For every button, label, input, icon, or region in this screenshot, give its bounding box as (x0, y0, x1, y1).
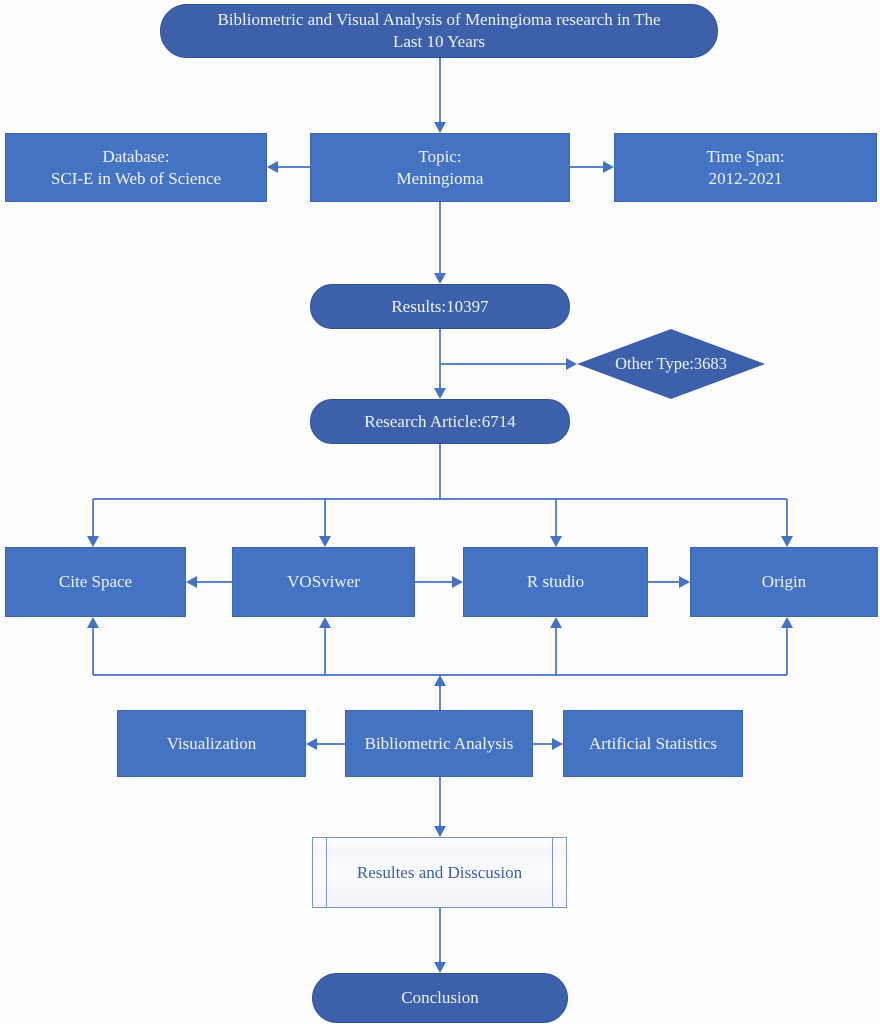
node-visualization: Visualization (117, 710, 306, 777)
other-type-label: Other Type:3683 (615, 354, 727, 374)
node-results-discussion: Resultes and Disscusion (312, 837, 567, 908)
artificial-statistics-label: Artificial Statistics (589, 733, 717, 753)
predef-side-bar-right (552, 838, 553, 907)
topic-line-1: Topic: (418, 146, 462, 166)
database-line-1: Database: (102, 146, 170, 166)
node-cite-space: Cite Space (5, 547, 186, 617)
node-database: Database: SCI-E in Web of Science (5, 133, 267, 202)
cite-space-label: Cite Space (58, 572, 133, 592)
visualization-label: Visualization (166, 733, 257, 753)
node-artificial-statistics: Artificial Statistics (563, 710, 743, 777)
node-conclusion: Conclusion (312, 973, 568, 1023)
results-label: Results:10397 (391, 296, 489, 316)
predef-side-bar-left (326, 838, 327, 907)
topic-line-2: Meningioma (396, 168, 484, 188)
results-discussion-label: Resultes and Disscusion (356, 862, 523, 882)
node-r-studio: R studio (463, 547, 648, 617)
research-article-label: Research Article:6714 (364, 411, 516, 431)
title-line-1: Bibliometric and Visual Analysis of Meni… (217, 10, 661, 30)
node-vosviewer: VOSviwer (232, 547, 415, 617)
conclusion-label: Conclusion (401, 988, 479, 1008)
node-origin: Origin (690, 547, 878, 617)
node-bibliometric-analysis: Bibliometric Analysis (345, 710, 533, 777)
vosviewer-label: VOSviwer (287, 572, 360, 592)
node-title: Bibliometric and Visual Analysis of Meni… (160, 4, 718, 58)
database-line-2: SCI-E in Web of Science (50, 168, 222, 188)
node-topic: Topic: Meningioma (310, 133, 570, 202)
node-results: Results:10397 (310, 284, 570, 329)
timespan-line-1: Time Span: (706, 146, 785, 166)
node-research-article: Research Article:6714 (310, 399, 570, 444)
bibliometric-analysis-label: Bibliometric Analysis (364, 733, 514, 753)
r-studio-label: R studio (526, 572, 585, 592)
title-line-2: Last 10 Years (392, 32, 486, 51)
arrowheads (87, 122, 793, 973)
node-timespan: Time Span: 2012-2021 (614, 133, 877, 202)
origin-label: Origin (761, 572, 807, 592)
timespan-line-2: 2012-2021 (708, 168, 783, 188)
